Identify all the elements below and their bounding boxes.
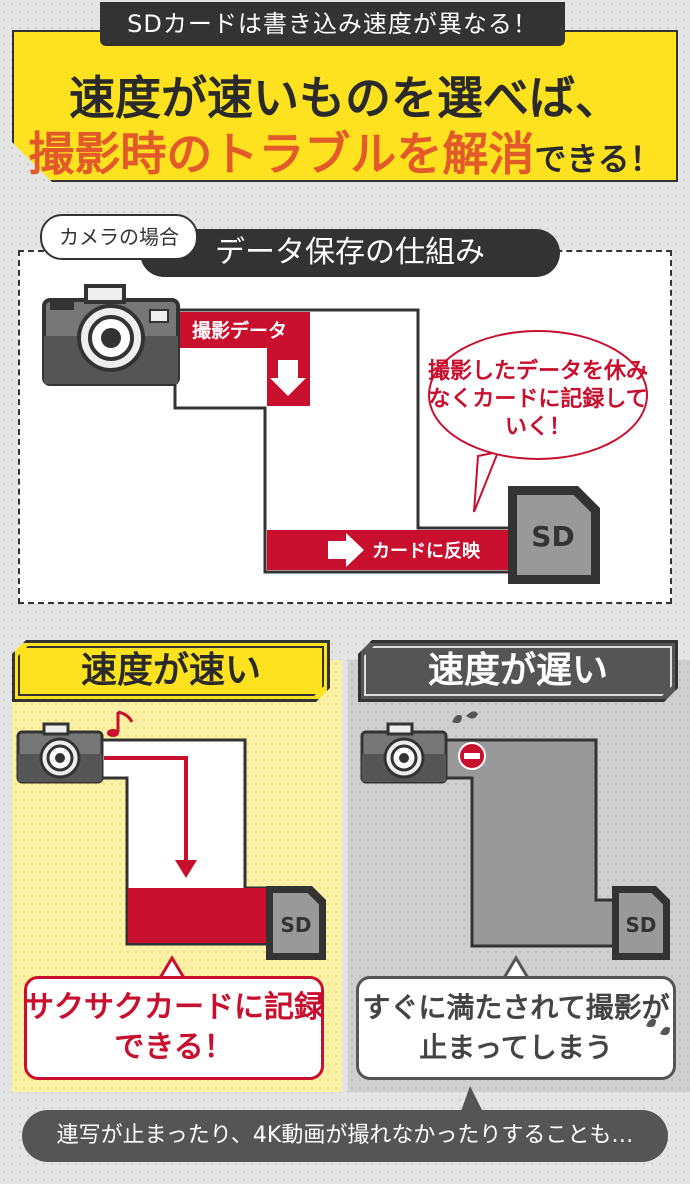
footer-tail	[460, 1086, 484, 1114]
title-rest: できる！	[534, 140, 662, 178]
title-highlight: 撮影時のトラブルを解消	[28, 127, 535, 181]
section-title-text: データ保存の仕組み	[215, 235, 485, 270]
slow-tag-border	[364, 646, 672, 696]
header-tab: SDカードは書き込み速度が異なる！	[100, 2, 565, 46]
slow-msg-tail	[501, 955, 531, 980]
slow-sd-card-icon: SD	[612, 886, 670, 960]
fast-flow-line	[104, 756, 188, 864]
fast-message: サクサクカードに記録できる！	[24, 990, 324, 1065]
slow-sd-label: SD	[625, 913, 656, 937]
stop-icon	[458, 742, 486, 770]
fast-sd-card-icon: SD	[266, 886, 326, 960]
fast-tag	[12, 640, 330, 702]
sd-card-icon: SD	[508, 486, 600, 584]
footer-note: 連写が止まったり、4K動画が撮れなかったりすることも…	[56, 1123, 634, 1148]
down-arrow-icon	[270, 360, 306, 396]
fast-label: 速度が速い	[80, 650, 261, 691]
reflect-label: カードに反映	[372, 540, 481, 562]
camera-tag-text: カメラの場合	[59, 225, 179, 249]
fast-tag-border	[18, 646, 324, 696]
comparison-diagram: SD SD	[16, 710, 670, 980]
data-label: 撮影データ	[192, 319, 287, 342]
header-tab-text: SDカードは書き込み速度が異なる！	[127, 10, 538, 38]
bubble-text: 撮影したデータを休みなくカードに記録していく！	[428, 359, 649, 440]
reflect-band	[267, 530, 510, 570]
slow-label: 速度が遅い	[427, 650, 608, 691]
slow-path	[443, 738, 618, 948]
fast-message-box	[24, 976, 324, 1080]
flow-diagram: カードに反映 撮影データ SD	[42, 284, 600, 584]
slow-tag	[358, 640, 678, 702]
slow-message: すぐに満たされて撮影が止まってしまう	[362, 991, 670, 1064]
slow-message-box	[356, 976, 676, 1080]
right-arrow-icon	[328, 533, 364, 567]
title-line-1: 速度が速いものを選べば、	[69, 71, 621, 125]
section-title: データ保存の仕組み	[140, 229, 560, 277]
music-note-icon	[107, 710, 134, 737]
footer-bar: 連写が止まったり、4K動画が撮れなかったりすることも…	[22, 1110, 668, 1162]
title-line-2: 撮影時のトラブルを解消できる！	[0, 118, 690, 184]
data-band	[175, 312, 310, 348]
speech-bubble	[428, 330, 648, 460]
camera-tag: カメラの場合	[40, 214, 198, 260]
slow-camera-icon	[360, 722, 448, 784]
fast-camera-icon	[16, 722, 104, 784]
bubble-tail	[473, 450, 500, 513]
slow-sweat-icon	[646, 1018, 670, 1036]
camera-icon	[42, 284, 180, 386]
sweat-icon	[452, 711, 478, 724]
fast-sd-label: SD	[280, 913, 311, 937]
fast-msg-tail	[157, 955, 187, 980]
sd-label: SD	[531, 520, 574, 553]
fast-fill	[128, 888, 268, 943]
fast-down-arrow-icon	[175, 860, 197, 878]
